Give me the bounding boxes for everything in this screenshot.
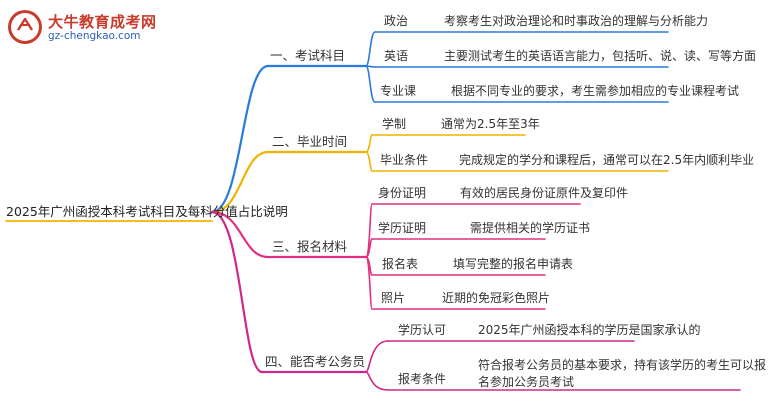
branch-link-4 (210, 210, 264, 374)
leaf-link-4-1 (365, 340, 389, 373)
desc-degree-recognition: 2025年广州函授本科的学历是国家承认的 (478, 323, 701, 337)
leaf-link-1-3 (365, 65, 376, 103)
leaf-politics: 政治 (384, 14, 409, 28)
desc-application-form: 填写完整的报名申请表 (453, 257, 574, 271)
desc-study-years: 通常为2.5年至3年 (441, 117, 540, 131)
leaf-graduation-conditions: 毕业条件 (380, 153, 429, 167)
logo-title: 大牛教育成考网 (48, 13, 157, 31)
desc-major-course: 根据不同专业的要求，考生需参加相应的专业课程考试 (451, 84, 740, 98)
leaf-major-course: 专业课 (380, 84, 417, 98)
desc-education-proof: 需提供相关的学历证书 (470, 221, 591, 235)
leaf-link-2-2 (365, 151, 373, 172)
leaf-degree-recognition: 学历认可 (398, 323, 447, 337)
leaf-identity-proof: 身份证明 (378, 186, 427, 200)
desc-identity-proof: 有效的居民身份证原件及复印件 (460, 186, 629, 200)
site-logo[interactable]: 大牛教育成考网 gz-chengkao.com (8, 10, 208, 46)
leaf-study-years: 学制 (382, 117, 407, 131)
logo-badge-icon (8, 10, 42, 44)
leaf-link-2-1 (365, 134, 373, 153)
leaf-application-form: 报名表 (382, 257, 419, 271)
leaf-photo: 照片 (381, 291, 406, 305)
desc-english: 主要测试考生的英语语言能力，包括听、说、读、写等方面 (444, 49, 757, 63)
logo-url: gz-chengkao.com (48, 30, 141, 42)
leaf-link-4-2 (365, 371, 389, 391)
leaf-english: 英语 (384, 49, 409, 63)
branch-graduation-time: 二、毕业时间 (272, 134, 348, 149)
branch-civil-service: 四、能否考公务员 (265, 354, 366, 369)
desc-graduation-conditions: 完成规定的学分和课程后，通常可以在2.5年内顺利毕业 (459, 153, 755, 167)
desc-photo: 近期的免冠彩色照片 (442, 291, 551, 305)
desc-application-conditions: 符合报考公务员的基本要求，持有该学历的考生可以报名参加公务员考试 (478, 358, 767, 389)
leaf-link-1-1 (365, 31, 376, 67)
mindmap-connectors (5, 31, 741, 391)
branch-link-1 (210, 64, 270, 214)
desc-politics: 考察考生对政治理论和时事政治的理解与分析能力 (444, 14, 709, 28)
leaf-education-proof: 学历证明 (378, 221, 427, 235)
branch-application-materials: 三、报名材料 (272, 239, 348, 254)
root-topic: 2025年广州函授本科考试科目及每科分值占比说明 (6, 204, 288, 219)
branch-link-2 (210, 150, 270, 214)
branch-link-3 (210, 210, 270, 259)
leaf-link-3-4 (365, 256, 373, 310)
leaf-application-conditions: 报考条件 (398, 372, 447, 386)
branch-exam-subjects: 一、考试科目 (270, 48, 346, 63)
